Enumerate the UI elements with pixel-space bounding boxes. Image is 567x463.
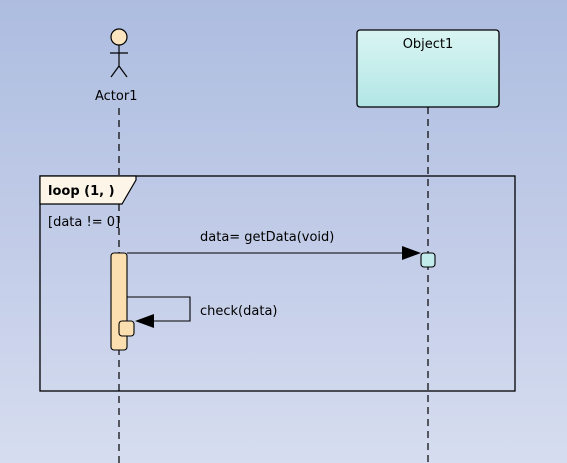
loop-guard-label: [data != 0] bbox=[48, 215, 121, 230]
object-name-label: Object1 bbox=[402, 37, 454, 52]
loop-operator-label: loop (1, ) bbox=[48, 184, 115, 199]
actor-name-label: Actor1 bbox=[95, 89, 138, 104]
object-activation-box[interactable] bbox=[420, 252, 436, 268]
message-getdata-arrowhead bbox=[402, 246, 421, 260]
message-check-label: check(data) bbox=[200, 304, 278, 319]
loop-fragment-frame[interactable] bbox=[39, 175, 516, 392]
actor-head bbox=[110, 28, 128, 46]
message-check-line[interactable] bbox=[127, 296, 191, 322]
self-activation-box[interactable] bbox=[118, 320, 135, 337]
message-check-arrowhead bbox=[135, 314, 154, 328]
loop-fragment-operator-tab bbox=[39, 175, 137, 205]
message-getdata-label: data= getData(void) bbox=[200, 230, 335, 245]
actor-figure[interactable] bbox=[110, 28, 128, 78]
object-box[interactable] bbox=[356, 29, 500, 108]
